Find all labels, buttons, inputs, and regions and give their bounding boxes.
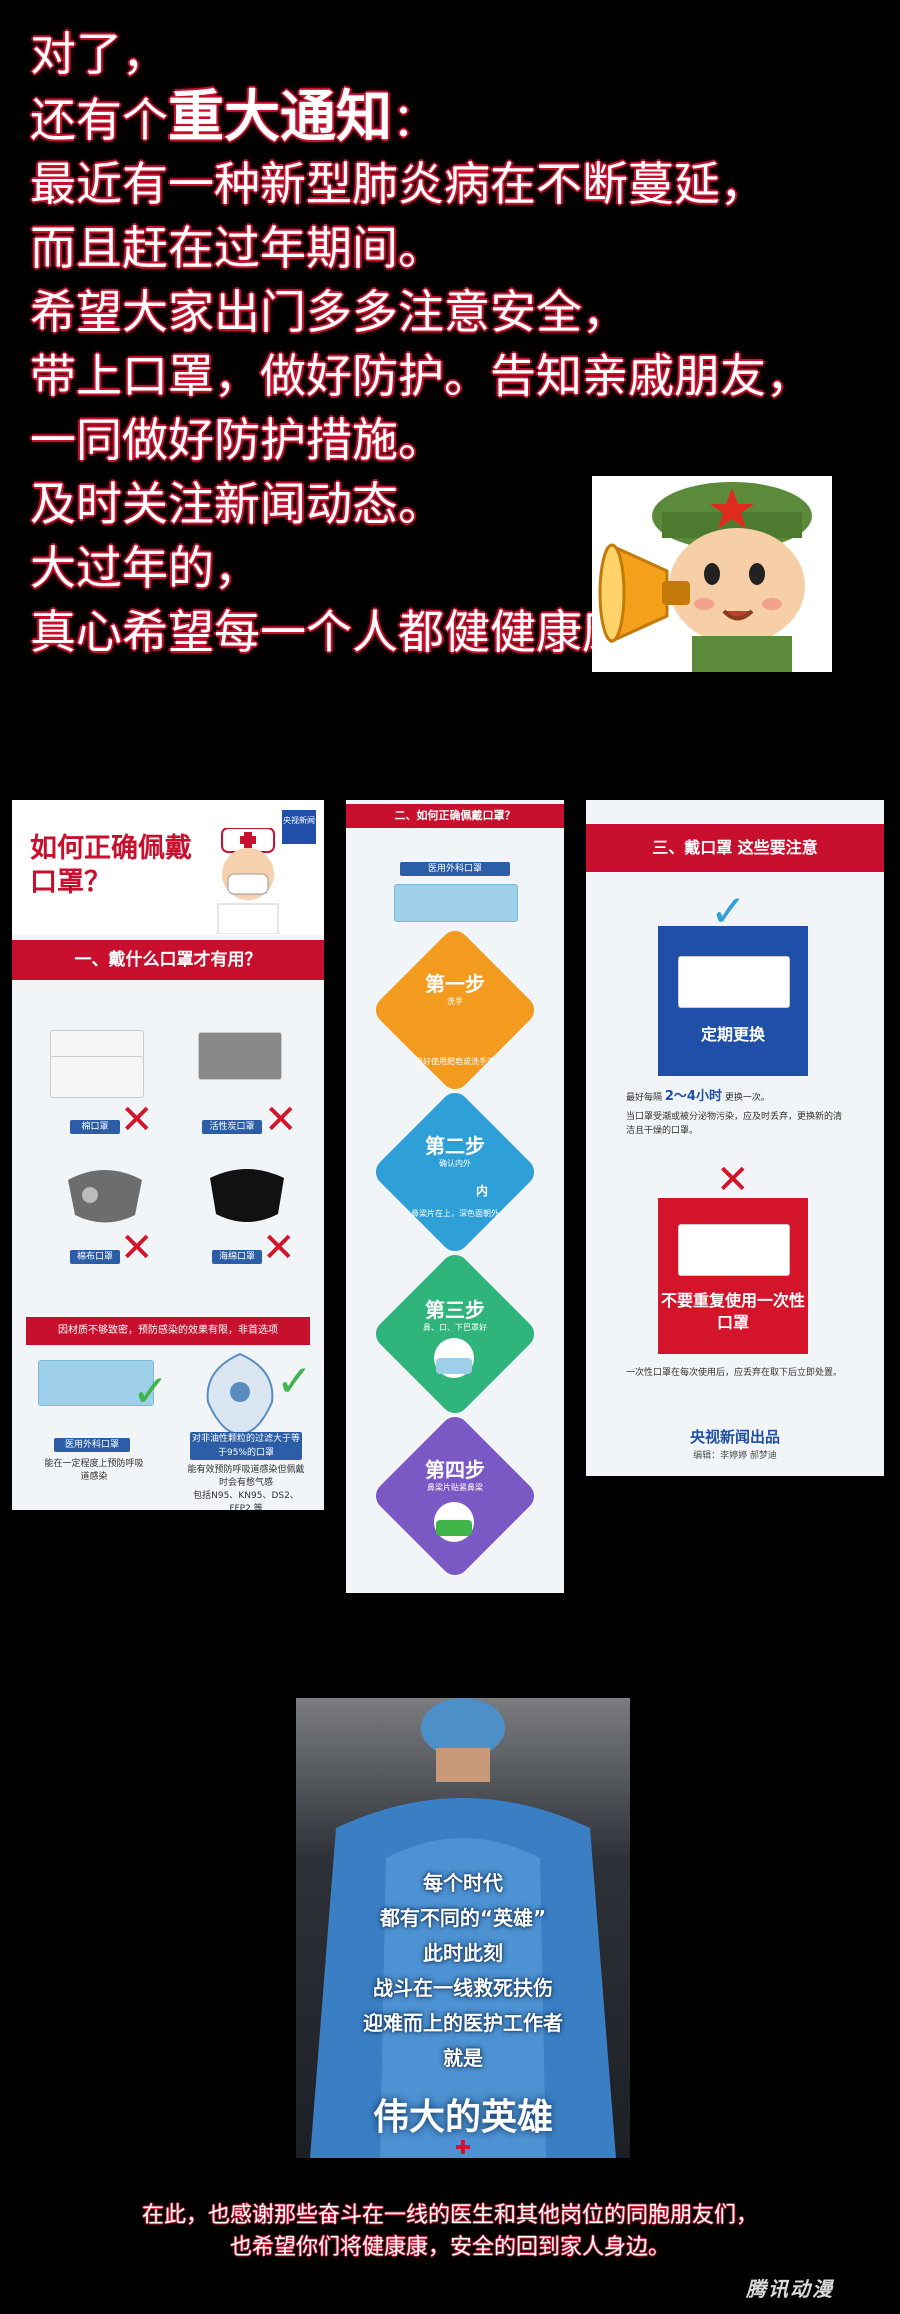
step-1-diamond (370, 925, 540, 1095)
step-4-title: 第四步 (425, 1458, 485, 1482)
mask-type-tag: 棉口罩 (70, 1120, 120, 1134)
soldier-icon (598, 482, 812, 672)
red-cross-icon (456, 2140, 470, 2154)
notice-line: 还有个重大通知： (30, 86, 890, 152)
step-2-title: 第二步 (425, 1134, 485, 1158)
mask-inside-label: 内 (475, 1184, 488, 1198)
thanks-line: 也希望你们将健康康，安全的回到家人身边。 (229, 2235, 670, 2260)
cross-icon: ✕ (716, 1157, 750, 1203)
step-4-diamond (370, 1411, 540, 1581)
mask-type-tag: 医用外科口罩 (54, 1438, 130, 1452)
hero-title: 伟大的英雄 (372, 2096, 553, 2138)
hero-line: 都有不同的“英雄” (379, 1906, 547, 1930)
notice-line: 而且赶在过年期间。 (30, 221, 444, 275)
replace-text-a: 最好每隔 (626, 1093, 663, 1103)
replace-text: 最好每隔 2～4小时 更换一次。 (626, 1090, 846, 1105)
notice-line: 希望大家出门多多注意安全， (30, 285, 628, 339)
notice-line: 一同做好防护措施。 (30, 413, 444, 467)
mask-description: 能在一定程度上预防呼吸道感染 (44, 1459, 144, 1482)
step-2-note: 鼻梁片在上，深色面朝外 (411, 1209, 499, 1218)
mask-type-tag: 棉布口罩 (70, 1250, 120, 1264)
mask-outside-label: 外 (421, 1184, 434, 1198)
mask-image (678, 956, 790, 1008)
notice-highlight: 重大通知 (168, 85, 392, 150)
replace-regularly-title: 定期更换 (700, 1025, 765, 1044)
panel-3-section-banner: 三、戴口罩 这些要注意 (586, 824, 884, 872)
tencent-comic-watermark: 腾讯动漫 (746, 2277, 834, 2301)
check-icon: ✓ (710, 886, 747, 937)
replace-interval: 2～4小时 (664, 1089, 722, 1104)
cross-icon: ✕ (264, 1097, 298, 1143)
mask-type-tag: 活性炭口罩 (202, 1120, 262, 1134)
cross-icon: ✕ (262, 1225, 296, 1271)
mask-type-tag: 医用外科口罩 (400, 862, 510, 876)
hero-text: 每个时代 都有不同的“英雄” 此时此刻 战斗在一线救死扶伤 迎难而上的医护工作者… (296, 1866, 630, 2076)
panel-1-title: 如何正确佩戴口罩？ (30, 833, 192, 898)
surgical-mask-image (38, 1360, 154, 1406)
hero-line: 此时此刻 (423, 1941, 503, 1965)
medical-hero-poster: 每个时代 都有不同的“英雄” 此时此刻 战斗在一线救死扶伤 迎难而上的医护工作者… (296, 1698, 630, 2158)
notice-line: 带上口罩，做好防护。告知亲戚朋友， (30, 349, 812, 403)
mask-guide-panel-1: 如何正确佩戴口罩？ 央视新闻 一、戴什么口罩才有用？ 棉口罩 活性炭口罩 ✕ ✕… (12, 800, 324, 1510)
hero-line: 就是 (443, 2046, 483, 2070)
hero-line: 迎难而上的医护工作者 (363, 2011, 563, 2035)
thanks-text: 在此，也感谢那些奋斗在一线的医生和其他岗位的同胞朋友们， 也希望你们将健康康，安… (0, 2200, 900, 2264)
n95-mask-icon (206, 1352, 274, 1436)
publisher-title: 央视新闻出品 (689, 1428, 780, 1446)
notice-line: 及时关注新闻动态。 (30, 477, 444, 531)
step-1-title: 第一步 (425, 972, 485, 996)
cross-icon: ✕ (120, 1225, 154, 1271)
panel-1-section-banner: 一、戴什么口罩才有用？ (12, 940, 324, 980)
hero-line: 战斗在一线救死扶伤 (373, 1976, 553, 2000)
replace-text-detail: 当口罩受潮或被分泌物污染，应及时丢弃，更换新的清洁且干燥的口罩。 (626, 1112, 843, 1136)
publisher-editor: 编辑：李婷婷 郝梦迪 (693, 1451, 777, 1461)
panel-2-section-banner: 二、如何正确佩戴口罩？ (346, 804, 564, 828)
soldier-megaphone-illustration (592, 476, 832, 672)
face-with-mask-icon (434, 1338, 474, 1378)
step-2-diamond (370, 1087, 540, 1257)
hero-line: 每个时代 (423, 1871, 503, 1895)
notice-line: 对了， (30, 27, 168, 81)
step-3-sub: 鼻、口、下巴罩好 (423, 1323, 487, 1332)
step-3-diamond (370, 1249, 540, 1419)
step-3-title: 第三步 (425, 1298, 485, 1322)
notice-colon: ： (392, 93, 438, 147)
carbon-mask-image (198, 1032, 282, 1080)
replace-regularly-box: 定期更换 (658, 926, 808, 1076)
mask-image (678, 1224, 790, 1276)
surgical-mask-image (394, 884, 518, 922)
notice-text: 对了， 还有个重大通知： 最近有一种新型肺炎病在不断蔓延， 而且赶在过年期间。 … (30, 22, 890, 664)
nose-clip-icon (434, 1502, 474, 1542)
notice-line: 最近有一种新型肺炎病在不断蔓延， (30, 157, 766, 211)
medical-worker-figure (310, 1698, 616, 2158)
warning-banner: 因材质不够致密，预防感染的效果有限，非首选项 (26, 1317, 310, 1345)
mask-models: 包括N95、KN95、DS2、FFP2 等 (193, 1491, 299, 1510)
mask-guide-panel-2: 二、如何正确佩戴口罩？ 医用外科口罩 第一步 洗手 最好使用肥皂或洗手液 第二步… (346, 800, 564, 1593)
cotton-mask-image (50, 1056, 144, 1098)
step-2-sub: 确认内外 (439, 1159, 471, 1168)
notice-line: 大过年的， (30, 541, 260, 595)
doctor-icon (217, 828, 279, 934)
step-4-sub: 鼻梁片贴紧鼻梁 (427, 1483, 483, 1492)
mask-guide-panel-3: 三、戴口罩 这些要注意 定期更换 ✓ 最好每隔 2～4小时 更换一次。 当口罩受… (586, 800, 884, 1476)
mask-description: 能有效预防呼吸道感染但佩戴时会有憋气感 (187, 1465, 305, 1488)
notice-prefix: 还有个 (30, 93, 168, 147)
cloth-mask-icon (68, 1170, 142, 1223)
step-1-sub: 洗手 (447, 997, 463, 1006)
cctv-news-badge: 央视新闻 (282, 810, 316, 844)
cross-icon: ✕ (120, 1097, 154, 1143)
mask-type-tag: 对非油性颗粒的过滤大于等于95%的口罩 (190, 1432, 302, 1460)
check-icon: ✓ (132, 1366, 169, 1417)
replace-text-c: 更换一次。 (724, 1093, 770, 1103)
no-reuse-box: 不要重复使用一次性口罩 (658, 1198, 808, 1354)
check-icon: ✓ (276, 1356, 313, 1407)
no-reuse-text: 一次性口罩在每次使用后，应丢弃在取下后立即处置。 (626, 1368, 843, 1378)
mask-type-tag: 海绵口罩 (212, 1250, 262, 1264)
no-reuse-title: 不要重复使用一次性口罩 (660, 1291, 805, 1332)
step-1-note: 最好使用肥皂或洗手液 (415, 1057, 495, 1066)
thanks-line: 在此，也感谢那些奋斗在一线的医生和其他岗位的同胞朋友们， (141, 2203, 758, 2228)
sponge-mask-icon (210, 1169, 284, 1222)
